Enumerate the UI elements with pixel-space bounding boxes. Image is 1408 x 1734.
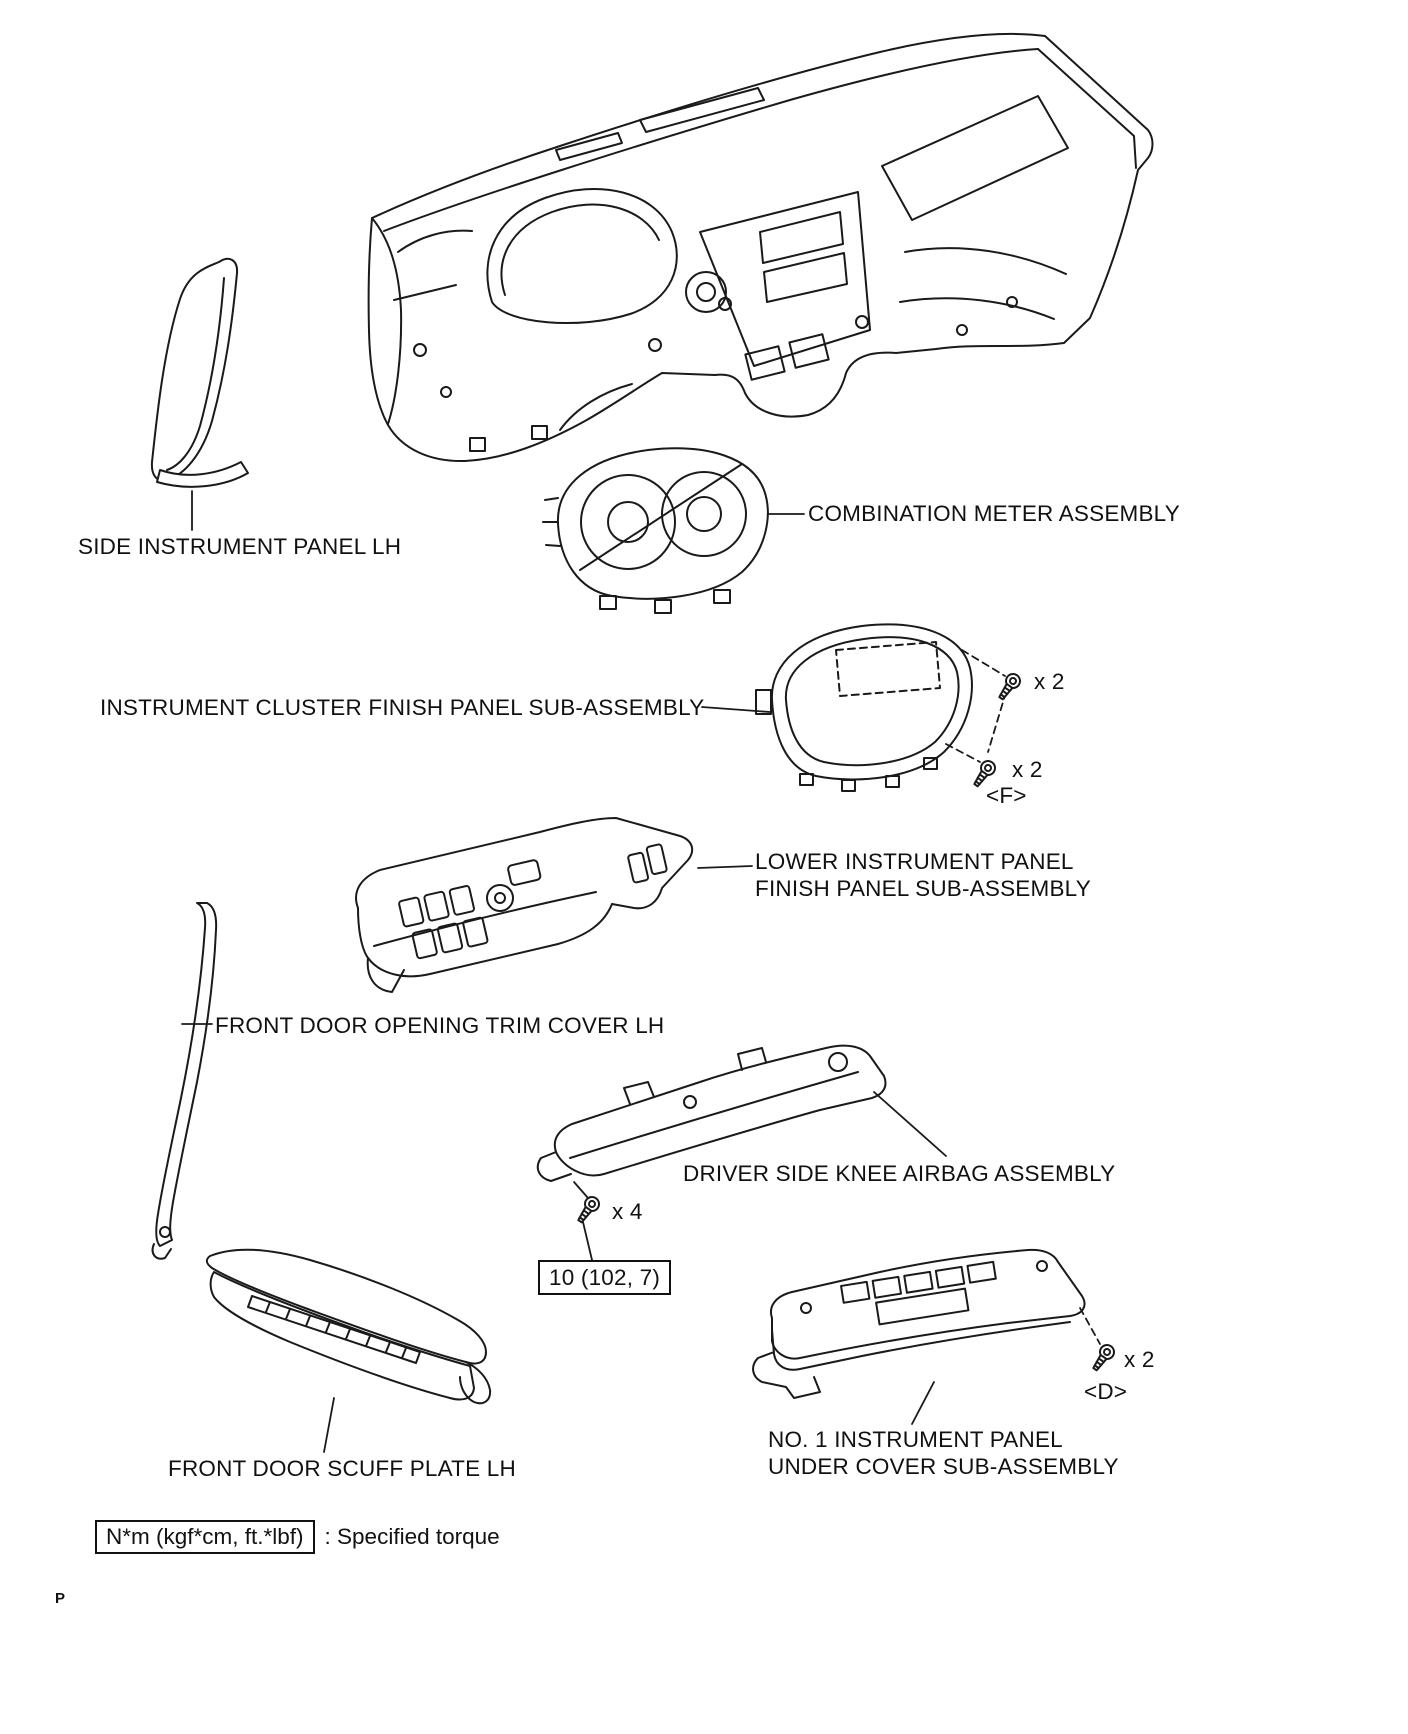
lower-instrument-panel-finish-panel-drawing (355, 817, 694, 993)
combination-meter-drawing (542, 447, 769, 614)
part-label-lower-instrument-panel: LOWER INSTRUMENT PANEL FINISH PANEL SUB-… (755, 848, 1091, 902)
screw-icon (994, 670, 1024, 704)
screw-icon (1088, 1341, 1118, 1375)
part-label-lower-instrument-panel-line2: FINISH PANEL SUB-ASSEMBLY (755, 876, 1091, 901)
part-label-front-door-opening-trim: FRONT DOOR OPENING TRIM COVER LH (215, 1013, 665, 1038)
screw-icon (573, 1193, 603, 1227)
part-label-instrument-cluster-finish-panel: INSTRUMENT CLUSTER FINISH PANEL SUB-ASSE… (100, 695, 705, 720)
instrument-panel-assembly-drawing (367, 32, 1154, 463)
part-label-combination-meter: COMBINATION METER ASSEMBLY (808, 501, 1180, 526)
page-marker: P (55, 1590, 66, 1607)
screw-ref-callout-d: <D> (1084, 1379, 1128, 1404)
leader-lines (181, 490, 947, 1453)
part-label-front-door-scuff-plate: FRONT DOOR SCUFF PLATE LH (168, 1456, 516, 1481)
part-label-lower-instrument-panel-line1: LOWER INSTRUMENT PANEL (755, 849, 1074, 874)
front-door-scuff-plate-drawing (205, 1248, 492, 1405)
torque-spec-value: 10 (102, 7) (538, 1260, 672, 1295)
screw-count-callout-cluster-top: x 2 (1034, 669, 1065, 694)
part-label-driver-side-knee-airbag: DRIVER SIDE KNEE AIRBAG ASSEMBLY (683, 1161, 1116, 1186)
instrument-panel-under-cover-drawing (752, 1248, 1086, 1399)
part-label-under-cover-line1: NO. 1 INSTRUMENT PANEL (768, 1427, 1063, 1452)
part-label-instrument-panel-under-cover: NO. 1 INSTRUMENT PANEL UNDER COVER SUB-A… (768, 1426, 1119, 1480)
screw-ref-callout-f: <F> (986, 783, 1027, 808)
side-instrument-panel-drawing (150, 257, 249, 488)
instrument-cluster-finish-panel-drawing (755, 623, 973, 792)
driver-side-knee-airbag-drawing (536, 1044, 887, 1182)
part-label-side-instrument-panel: SIDE INSTRUMENT PANEL LH (78, 534, 402, 559)
part-label-under-cover-line2: UNDER COVER SUB-ASSEMBLY (768, 1454, 1119, 1479)
torque-spec-box: 10 (102, 7) (538, 1260, 672, 1295)
front-door-opening-trim-drawing (151, 902, 218, 1260)
dashed-leader-lines (945, 649, 1101, 1345)
screw-count-callout-cluster-bottom: x 2 (1012, 757, 1043, 782)
torque-legend-unit-box: N*m (kgf*cm, ft.*lbf) (95, 1520, 315, 1554)
torque-legend-note: : Specified torque (324, 1524, 500, 1549)
torque-legend: N*m (kgf*cm, ft.*lbf) : Specified torque (95, 1520, 500, 1554)
screw-count-callout-under-cover: x 2 (1124, 1347, 1155, 1372)
screw-count-callout-knee-airbag: x 4 (612, 1199, 643, 1224)
